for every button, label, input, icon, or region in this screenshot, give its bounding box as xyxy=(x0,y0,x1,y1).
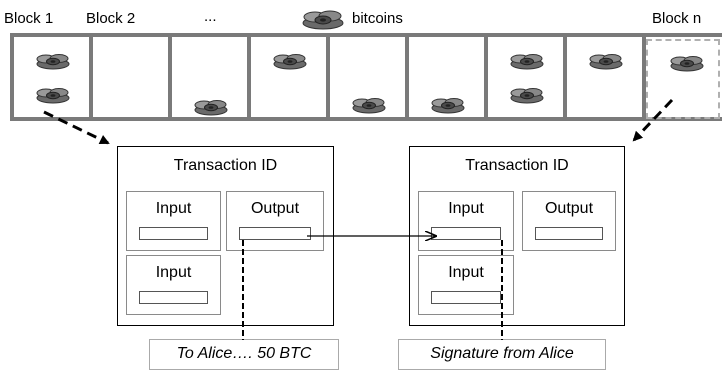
transaction-right: Transaction ID Input Output Input xyxy=(409,146,625,326)
bitcoins-label: bitcoins xyxy=(352,10,403,27)
bitcoin-coin-stack-icon xyxy=(36,88,70,104)
blockchain-strip xyxy=(10,33,722,121)
tx-right-input-2: Input xyxy=(418,255,514,315)
tx-left-input-2: Input xyxy=(126,255,221,315)
bitcoin-coin-stack-icon xyxy=(670,56,704,72)
tx-left-output-field xyxy=(239,227,311,240)
bitcoin-coin-stack-icon xyxy=(302,10,344,30)
block-cell-3 xyxy=(172,37,251,117)
block-cell-8 xyxy=(567,37,646,117)
blockn-to-tx-arrow xyxy=(632,98,674,142)
tx-right-input-2-field xyxy=(431,291,501,304)
note-signature: Signature from Alice xyxy=(398,339,606,370)
transaction-left-title: Transaction ID xyxy=(173,157,278,174)
tx-left-input-1-label: Input xyxy=(155,200,192,217)
block-n-label: Block n xyxy=(652,10,702,27)
tx-right-output: Output xyxy=(522,191,616,251)
bitcoin-coin-stack-icon xyxy=(36,54,70,70)
block-cell-n xyxy=(646,39,720,119)
bitcoin-coin-stack-icon xyxy=(510,54,544,70)
tx-left-output-label: Output xyxy=(250,200,300,217)
bitcoin-coin-stack-icon xyxy=(510,88,544,104)
transaction-left: Transaction ID Input Output Input xyxy=(117,146,334,326)
block-1-label: Block 1 xyxy=(4,10,54,27)
tx-left-input-1: Input xyxy=(126,191,221,251)
block-cell-2 xyxy=(93,37,172,117)
tx-left-output: Output xyxy=(226,191,324,251)
block-cell-1 xyxy=(14,37,93,117)
transaction-right-title: Transaction ID xyxy=(465,157,569,174)
bitcoin-coin-stack-icon xyxy=(273,54,307,70)
ellipsis-label: ... xyxy=(204,8,217,25)
tx-left-input-2-field xyxy=(139,291,208,304)
tx-right-input-2-label: Input xyxy=(448,264,484,281)
tx-left-input-2-label: Input xyxy=(155,264,192,281)
block-2-label: Block 2 xyxy=(86,10,136,27)
tx-right-output-label: Output xyxy=(544,200,594,217)
block-cell-5 xyxy=(330,37,409,117)
tx-right-input-1-label: Input xyxy=(448,200,484,217)
block-cell-6 xyxy=(409,37,488,117)
tx-right-output-field xyxy=(535,227,603,240)
bitcoin-coin-stack-icon xyxy=(589,54,623,70)
block-cell-4 xyxy=(251,37,330,117)
tx-left-input-1-field xyxy=(139,227,208,240)
block-cell-7 xyxy=(488,37,567,117)
bitcoin-coin-stack-icon xyxy=(194,100,228,116)
block1-to-tx-arrow xyxy=(43,110,110,145)
tx-right-input-1: Input xyxy=(418,191,514,251)
bitcoin-coin-stack-icon xyxy=(352,98,386,114)
bitcoin-coin-stack-icon xyxy=(431,98,465,114)
